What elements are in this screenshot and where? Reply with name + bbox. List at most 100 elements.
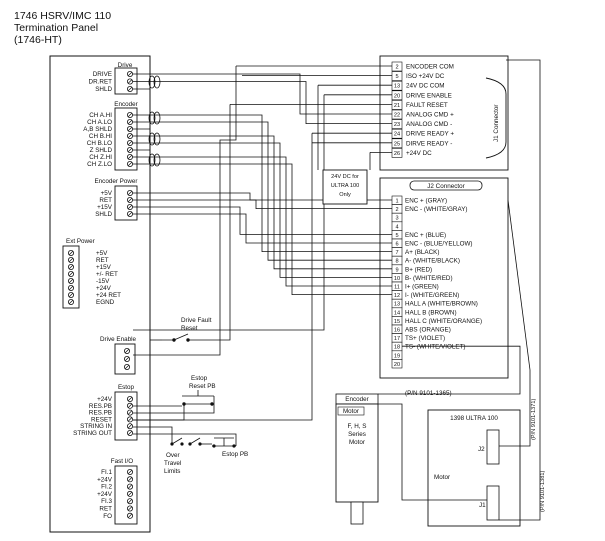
j1-pin-number: 25: [394, 141, 400, 147]
j1-pin-number: 2: [395, 65, 398, 71]
encoder-screw-slot: [127, 154, 133, 160]
fast-io-screw-slot: [127, 484, 133, 489]
ultra-100-label: 1398 ULTRA 100: [450, 415, 498, 422]
j2-pin-number: 15: [394, 319, 400, 325]
estop-reset-pb-switch: [182, 390, 214, 406]
ext-power-screw-slot: [68, 271, 74, 277]
encoder-screw-slot: [127, 112, 133, 118]
j2-connector-frame: [379, 177, 509, 379]
wire-enc-a-hi: [133, 114, 392, 252]
j2-pin-label: ENC + (GRAY): [405, 198, 447, 205]
estop-terminal-block: [114, 391, 138, 441]
j2-pin-number: 2: [395, 207, 398, 213]
encoder-pin-label: CH Z.LO: [87, 161, 112, 168]
wire-j2-motor-bus: [378, 345, 521, 395]
ext-power-screw-slot: [68, 299, 74, 305]
j1-pin-box: [391, 71, 403, 81]
fast-io-pin-label: RET: [99, 506, 112, 513]
title-line-2: Termination Panel: [14, 22, 99, 34]
encoder-power-screw-slot: [127, 190, 133, 196]
encoder-screw-slot: [127, 140, 133, 146]
drive-enable-block-title: Drive Enable: [100, 336, 137, 343]
j2-pin-number: 18: [394, 345, 400, 351]
drive-fault-reset-switch: [162, 333, 198, 342]
twisted-pair-marker: [153, 75, 161, 89]
ext-power-pin-label: +15V: [96, 264, 112, 271]
drive-enable-screw-slot: [124, 356, 130, 362]
over-travel-label-3: Limits: [164, 468, 180, 475]
j1-pin-box: [391, 90, 403, 101]
j2-pin-number: 8: [395, 259, 398, 265]
j1-pin-number: 5: [395, 74, 398, 80]
twisted-pair-marker: [153, 153, 161, 167]
ext-power-pin-label: EGND: [96, 299, 115, 306]
j2-pin-number: 13: [394, 302, 400, 308]
fast-io-pin-label: FI.3: [101, 498, 112, 505]
over-travel-label-1: Over: [166, 452, 180, 459]
encoder-screw-slot: [127, 161, 133, 167]
j2-pin-number: 20: [394, 362, 400, 368]
j1-pin-label: ANALOG CMD -: [406, 121, 452, 128]
j2-pin-number: 16: [394, 328, 400, 334]
ext-power-pin-label: +24 RET: [96, 292, 121, 299]
drive-fault-reset-label-2: Reset: [181, 325, 198, 332]
estop-pb-switch: [212, 437, 236, 448]
drive-screw-slot: [127, 79, 133, 84]
twisted-pair-marker: [148, 111, 156, 125]
encoder-pin-label: CH A.LO: [87, 119, 112, 126]
wire-j2-to-ultra-j2: [499, 199, 531, 447]
j1-pin-label: +24V DC: [406, 150, 432, 157]
cable-pn-1381: (P/N 9101-1381): [540, 471, 546, 512]
fast-io-pin-label: +24V: [97, 476, 113, 483]
ultra-100-frame: [427, 409, 521, 527]
estop-screw-slot: [127, 424, 133, 429]
over-travel-label-2: Travel: [164, 460, 181, 467]
wires: [133, 59, 541, 521]
j2-pin-label: HALL C (WHITE/ORANGE): [405, 318, 482, 325]
j1-pin-label: ISO +24V DC: [406, 73, 445, 80]
motor-body: [335, 403, 379, 503]
twisted-pair-marker: [148, 132, 156, 146]
ultra-j2-port: [486, 429, 500, 465]
fast-io-screw-slot: [127, 506, 133, 511]
wire-encpow-shield: [133, 213, 392, 244]
encoder-power-pin-label: +15V: [97, 204, 113, 211]
j1-pin-box: [391, 80, 403, 91]
j2-pin-number: 9: [395, 267, 398, 273]
wire-motor-to-ultra-j1: [378, 403, 487, 501]
estop-pin-label: RES.PB: [89, 410, 112, 417]
encoder-screw-slot: [127, 126, 133, 132]
j2-pin-label: ABS (ORANGE): [405, 327, 451, 334]
j1-pin-label: DIRVE READY -: [406, 140, 452, 147]
j2-pin-number: 7: [395, 250, 398, 256]
encoder-screw-slot: [127, 119, 133, 125]
encoder-power-screw-slot: [127, 204, 133, 210]
encoder-screw-slot: [127, 147, 133, 153]
twisted-pair-marker: [148, 75, 156, 89]
wire-encpow-5v: [133, 192, 392, 201]
encoder-block-title: Encoder: [114, 101, 137, 108]
estop-block-title: Estop: [118, 384, 135, 391]
encoder-power-screw-slot: [127, 197, 133, 203]
encoder-pin-label: Z SHLD: [90, 147, 113, 154]
fast-io-pin-label: FI.2: [101, 484, 112, 491]
drive-pin-label: DR.RET: [89, 79, 113, 86]
j2-pin-number: 3: [395, 216, 398, 222]
j2-pin-number: 12: [394, 293, 400, 299]
j2-pin-label: HALL B (BROWN): [405, 309, 457, 316]
fast-io-screw-slot: [127, 491, 133, 496]
encoder-pin-label: CH Z.HI: [89, 154, 112, 161]
drive-pin-label: SHLD: [95, 86, 112, 93]
estop-pin-label: STRING IN: [80, 423, 112, 430]
termination-panel-frame: [49, 55, 151, 533]
j2-pin-number: 6: [395, 242, 398, 248]
encoder-pin-label: A,B SHLD: [83, 126, 112, 133]
ext-power-screw-slot: [68, 264, 74, 270]
